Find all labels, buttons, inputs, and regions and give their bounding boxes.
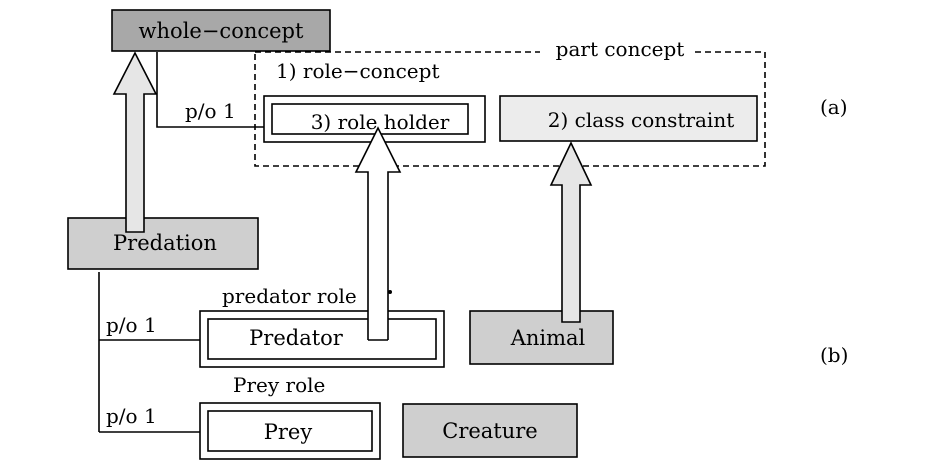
isa-arrow-animal bbox=[549, 141, 593, 323]
role-holder-inner bbox=[271, 103, 469, 135]
role-concept-label: 1) role−concept bbox=[276, 59, 439, 83]
creature-label: Creature bbox=[442, 419, 537, 443]
predator-box bbox=[207, 318, 437, 360]
class-constraint-box bbox=[499, 95, 758, 142]
animal-label: Animal bbox=[510, 326, 586, 350]
po-label-prey: p/o 1 bbox=[106, 404, 157, 428]
role-holder-label: 3) role holder bbox=[311, 110, 450, 134]
po-label-top: p/o 1 bbox=[185, 99, 236, 123]
prey-box bbox=[207, 410, 373, 452]
class-constraint-label: 2) class constraint bbox=[548, 108, 735, 132]
animal-box bbox=[469, 310, 614, 365]
creature-box bbox=[402, 403, 578, 458]
whole-concept-label: whole−concept bbox=[139, 19, 304, 43]
po-connector-top bbox=[156, 52, 265, 128]
arrow-tick bbox=[388, 290, 392, 294]
po-connector-bottom bbox=[98, 272, 202, 433]
predator-label: Predator bbox=[249, 326, 344, 350]
isa-arrow-predation bbox=[112, 51, 158, 233]
section-label-b: (b) bbox=[820, 343, 848, 367]
part-concept-frame bbox=[254, 51, 766, 167]
prey-role-label: Prey role bbox=[233, 373, 325, 397]
predation-label: Predation bbox=[113, 231, 217, 255]
prey-label: Prey bbox=[264, 420, 313, 444]
part-concept-label: part concept bbox=[556, 37, 685, 61]
whole-concept-box bbox=[111, 9, 331, 52]
section-label-a: (a) bbox=[820, 95, 848, 119]
isa-arrow-predator bbox=[354, 126, 402, 340]
predation-box bbox=[67, 217, 259, 270]
predator-role-label: predator role bbox=[222, 284, 357, 308]
po-label-predator: p/o 1 bbox=[106, 313, 157, 337]
